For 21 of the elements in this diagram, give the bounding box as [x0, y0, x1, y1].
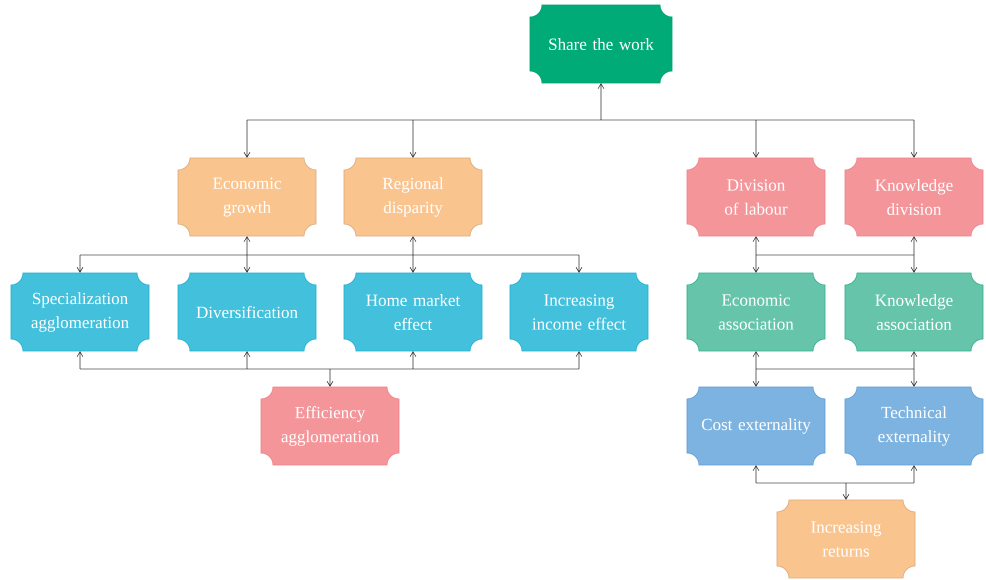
process-box: Division of labour — [686, 158, 826, 236]
process-box: Diversification — [178, 272, 316, 352]
process-box: Increasing income effect — [510, 272, 648, 352]
arrow — [752, 236, 918, 273]
process-box: Economic association — [686, 272, 826, 352]
arrow — [752, 465, 918, 500]
process-box: Specialization agglomeration — [10, 272, 150, 352]
process-box: Cost externality — [686, 386, 826, 466]
process-box: Share the work — [530, 4, 672, 84]
process-box: Knowledge association — [844, 272, 984, 352]
arrow — [244, 83, 918, 158]
process-box: Technical externality — [844, 386, 984, 466]
arrow — [76, 236, 582, 273]
process-box: Regional disparity — [344, 158, 482, 236]
arrow — [752, 351, 918, 387]
process-box: Economic growth — [178, 158, 316, 236]
process-box: Home market effect — [344, 272, 482, 352]
arrow — [76, 351, 582, 387]
process-box: Knowledge division — [844, 158, 984, 236]
process-box: Efficiency agglomeration — [260, 386, 400, 466]
process-box: Increasing returns — [776, 500, 916, 578]
